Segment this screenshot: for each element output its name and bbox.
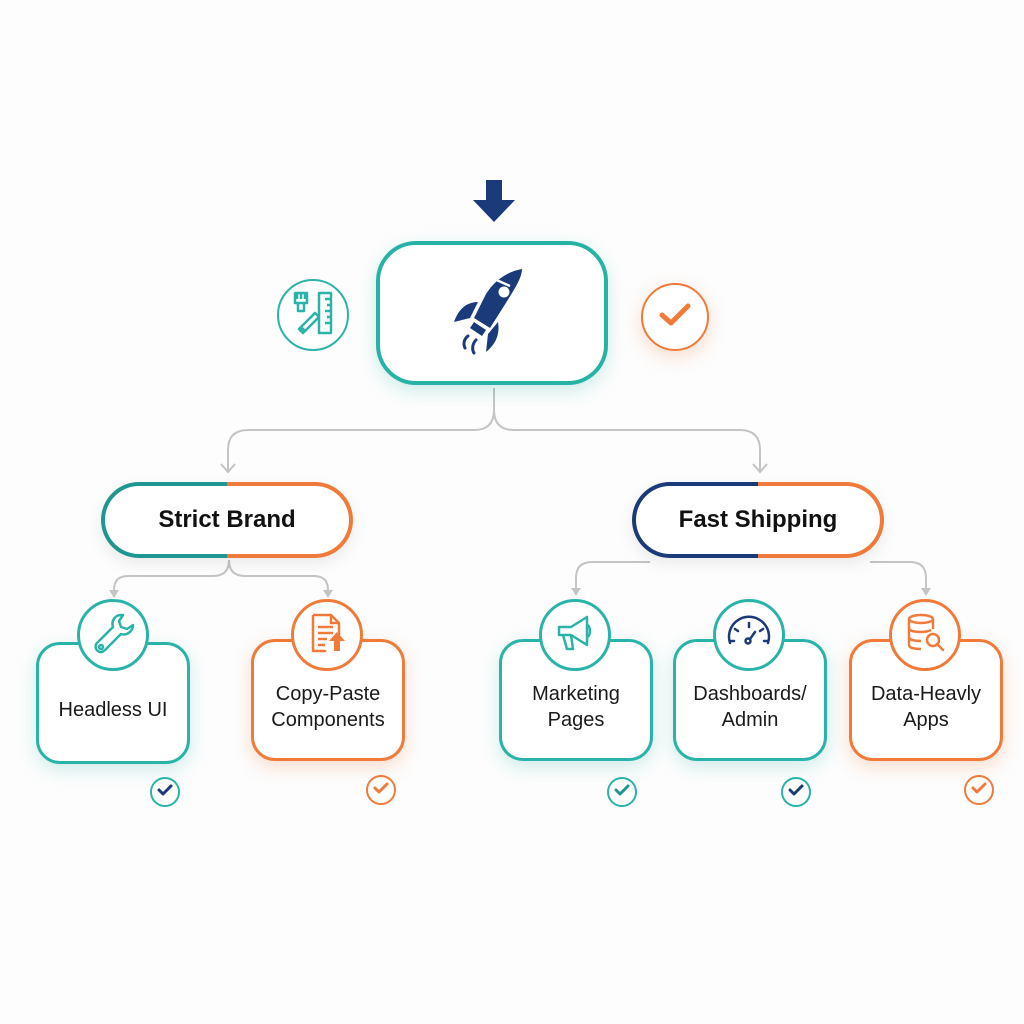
connector-strict-headless [113,559,230,594]
leaf-icon-badge [889,599,961,671]
connector-root-strict-brand [227,388,495,472]
design-tools-badge [277,279,349,351]
root-node[interactable] [376,241,608,385]
arrow-strict-brand [220,463,236,474]
leaf-label: Copy-Paste Components [271,683,385,731]
design-tools-icon [289,289,337,342]
connector-fast-marketing [575,561,650,590]
approved-badge [641,283,709,351]
check-badge [781,777,811,807]
leaf-headless-ui[interactable]: Headless UI [36,642,190,764]
leaf-label: Dashboards/ Admin [693,683,807,731]
arrow-marketing [571,588,581,596]
check-icon [373,781,389,799]
check-icon [658,302,692,333]
leaf-label: Marketing Pages [532,683,620,731]
check-icon [788,783,804,801]
check-icon [614,783,630,801]
arrow-headless [109,590,119,598]
check-icon [971,781,987,799]
leaf-label: Data-Heavly Apps [870,683,982,731]
arrow-copypaste [323,590,333,598]
wrench-icon [91,611,135,660]
rocket-icon [452,266,532,361]
leaf-icon-badge [539,599,611,671]
megaphone-icon [553,611,597,660]
leaf-icon-badge [291,599,363,671]
leaf-label: Headless UI [58,699,168,721]
document-upload-icon [305,611,349,660]
database-search-icon [903,611,947,660]
speedometer-icon [724,611,774,660]
check-badge [607,777,637,807]
arrow-down-icon [471,180,517,224]
check-badge [150,777,180,807]
check-badge [964,775,994,805]
check-icon [157,783,173,801]
connector-strict-copypaste [228,559,329,594]
branch-fast-shipping[interactable]: Fast Shipping [632,482,884,558]
arrow-fast-shipping [752,463,768,474]
arrow-dataheavy [921,588,931,596]
connector-fast-dataheavy [870,561,927,590]
branch-strict-brand[interactable]: Strict Brand [101,482,353,558]
branch-label: Fast Shipping [678,506,838,533]
branch-label: Strict Brand [158,506,296,533]
leaf-icon-badge [77,599,149,671]
connector-root-fast-shipping [493,409,761,472]
leaf-icon-badge [713,599,785,671]
check-badge [366,775,396,805]
